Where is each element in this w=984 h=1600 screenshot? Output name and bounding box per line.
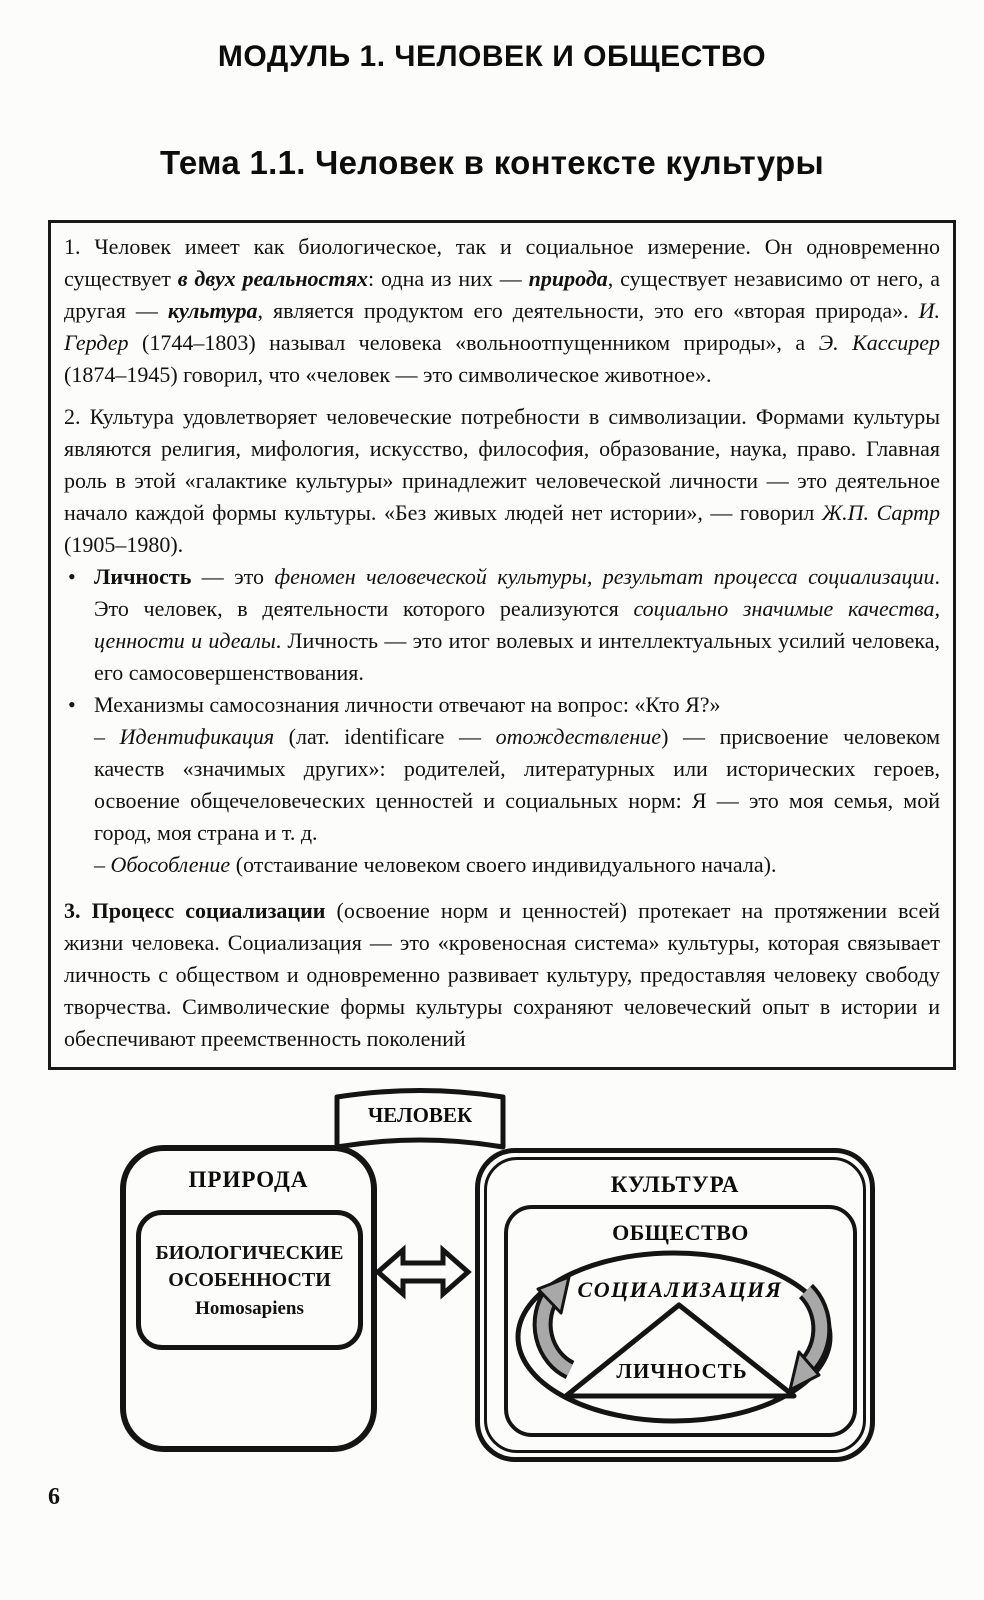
human-banner-shape xyxy=(334,1088,506,1150)
bullet-self-awareness: • Механизмы самосознания личности отвеча… xyxy=(64,689,940,881)
sub-item-isolation: – Обособление (отстаивание человеком сво… xyxy=(94,852,777,877)
page-number: 6 xyxy=(48,1484,60,1510)
cycle-arrow-left xyxy=(536,1290,573,1376)
paragraph-1: 1. Человек имеет как биологическое, так … xyxy=(64,234,941,387)
nature-culture-arrow xyxy=(374,1244,472,1300)
personality-triangle xyxy=(563,1302,797,1399)
topic-title: Тема 1.1. Человек в контексте культуры xyxy=(160,144,824,181)
bullet-personality: • Личность — это феномен человеческой ку… xyxy=(64,561,940,689)
biological-features-box: БИОЛОГИЧЕСКИЕ ОСОБЕННОСТИ Homosapiens xyxy=(136,1210,363,1350)
module-title: МОДУЛЬ 1. ЧЕЛОВЕК И ОБЩЕСТВО xyxy=(217,40,767,73)
bullet-personality-text: Личность — это феномен человеческой куль… xyxy=(94,564,940,685)
society-label: ОБЩЕСТВО xyxy=(612,1220,749,1245)
bullet-self-awareness-text: Механизмы самосознания личности отвечают… xyxy=(94,692,721,717)
sub-item-identification: – Идентификация (лат. identificare — ото… xyxy=(94,724,941,845)
society-box xyxy=(504,1205,857,1437)
culture-box-inner-ring xyxy=(484,1157,866,1453)
bullet-marker: • xyxy=(68,692,76,717)
culture-title: КУЛЬТУРА xyxy=(610,1172,740,1197)
paragraph-2: 2. Культура удовлетворяет человеческие п… xyxy=(64,404,940,557)
biological-features-label: БИОЛОГИЧЕСКИЕ ОСОБЕННОСТИ xyxy=(155,1242,344,1291)
diagram-shapes-layer xyxy=(334,1088,833,1424)
summary-box: 1. Человек имеет как биологическое, так … xyxy=(48,220,956,1070)
cycle-arrow-left-head xyxy=(536,1275,571,1315)
nature-title: ПРИРОДА xyxy=(188,1167,309,1192)
cycle-arrow-right-head xyxy=(788,1350,821,1392)
paragraph-3: 3. Процесс социализации (освоение норм и… xyxy=(64,898,940,1051)
personality-label: ЛИЧНОСТЬ xyxy=(616,1359,748,1383)
socialization-label: СОЦИАЛИЗАЦИЯ xyxy=(577,1277,783,1302)
culture-box xyxy=(475,1148,875,1462)
concept-diagram: ЧЕЛОВЕК ПРИРОДА БИОЛОГИЧЕСКИЕ ОСОБЕННОСТ… xyxy=(0,1060,984,1480)
human-banner-label: ЧЕЛОВЕК xyxy=(367,1103,473,1127)
nature-box xyxy=(120,1145,377,1452)
species-label: Homosapiens xyxy=(195,1298,304,1319)
bullet-marker: • xyxy=(68,564,76,589)
